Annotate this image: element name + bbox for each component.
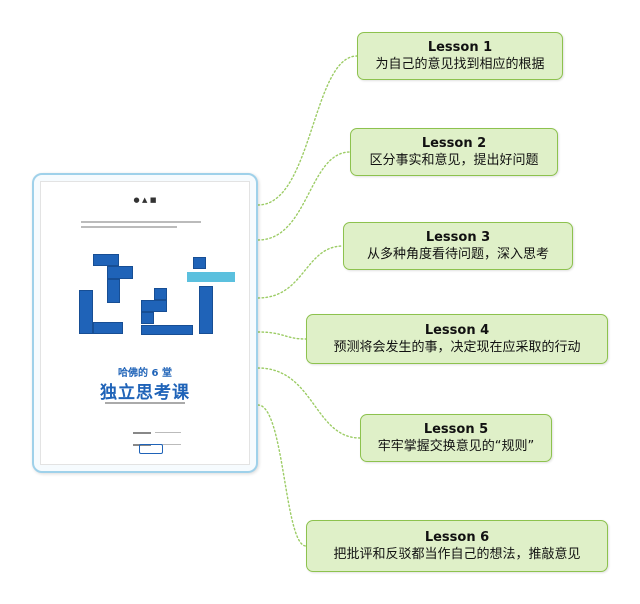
translator-line — [133, 434, 181, 446]
tetris-block-4 — [79, 290, 93, 334]
tetris-block-8 — [141, 312, 154, 324]
book-subtitle-decoration — [41, 402, 249, 404]
book-title-small: 哈佛的 6 堂 — [118, 368, 172, 379]
lesson-3-node: Lesson 3 从多种角度看待问题，深入思考 — [343, 222, 573, 270]
lesson-6-text: 把批评和反驳都当作自己的想法，推敲意见 — [333, 546, 581, 562]
lesson-2-label: Lesson 2 — [421, 135, 487, 151]
lesson-5-label: Lesson 5 — [423, 421, 489, 437]
tetris-block-11 — [199, 286, 213, 334]
publisher-logo: ● ▲ ■ — [133, 196, 157, 204]
tetris-block-2 — [107, 266, 133, 279]
tetris-block-1 — [93, 254, 119, 266]
lesson-1-text: 为自己的意见找到相应的根据 — [375, 56, 545, 72]
lesson-4-node: Lesson 4 预测将会发生的事，决定现在应采取的行动 — [306, 314, 608, 364]
lesson-5-text: 牢牢掌握交换意见的“规则” — [377, 438, 535, 454]
lesson-6-label: Lesson 6 — [424, 529, 490, 545]
connector-lesson-6 — [257, 404, 307, 547]
lesson-3-label: Lesson 3 — [425, 229, 491, 245]
tetris-block-6 — [141, 300, 167, 312]
lesson-5-node: Lesson 5 牢牢掌握交换意见的“规则” — [360, 414, 552, 462]
lesson-6-node: Lesson 6 把批评和反驳都当作自己的想法，推敲意见 — [306, 520, 608, 572]
cover-tag — [187, 272, 235, 282]
lesson-2-text: 区分事实和意见，提出好问题 — [369, 152, 539, 168]
lesson-1-node: Lesson 1 为自己的意见找到相应的根据 — [357, 32, 563, 80]
lesson-2-node: Lesson 2 区分事实和意见，提出好问题 — [350, 128, 558, 176]
tetris-block-10 — [193, 257, 206, 269]
connector-lesson-5 — [257, 367, 361, 439]
imprint-logo — [139, 444, 163, 454]
book-cover: ● ▲ ■ 哈佛的 6 堂 独立思考课 — [40, 181, 250, 465]
connector-lesson-2 — [257, 151, 351, 241]
tetris-block-3 — [107, 279, 120, 303]
tetris-block-7 — [154, 288, 167, 300]
lesson-4-label: Lesson 4 — [424, 322, 490, 338]
lesson-3-text: 从多种角度看待问题，深入思考 — [366, 246, 549, 262]
cover-blurb-decoration — [81, 218, 201, 231]
author-line — [133, 422, 181, 434]
book-title-large: 独立思考课 — [100, 383, 190, 403]
lesson-4-text: 预测将会发生的事，决定现在应采取的行动 — [333, 339, 581, 355]
tetris-block-9 — [141, 325, 193, 335]
connector-lesson-3 — [257, 245, 344, 299]
tetris-block-5 — [93, 322, 123, 334]
connector-lesson-4 — [257, 331, 307, 340]
connector-lesson-1 — [257, 55, 358, 206]
lesson-1-label: Lesson 1 — [427, 39, 493, 55]
